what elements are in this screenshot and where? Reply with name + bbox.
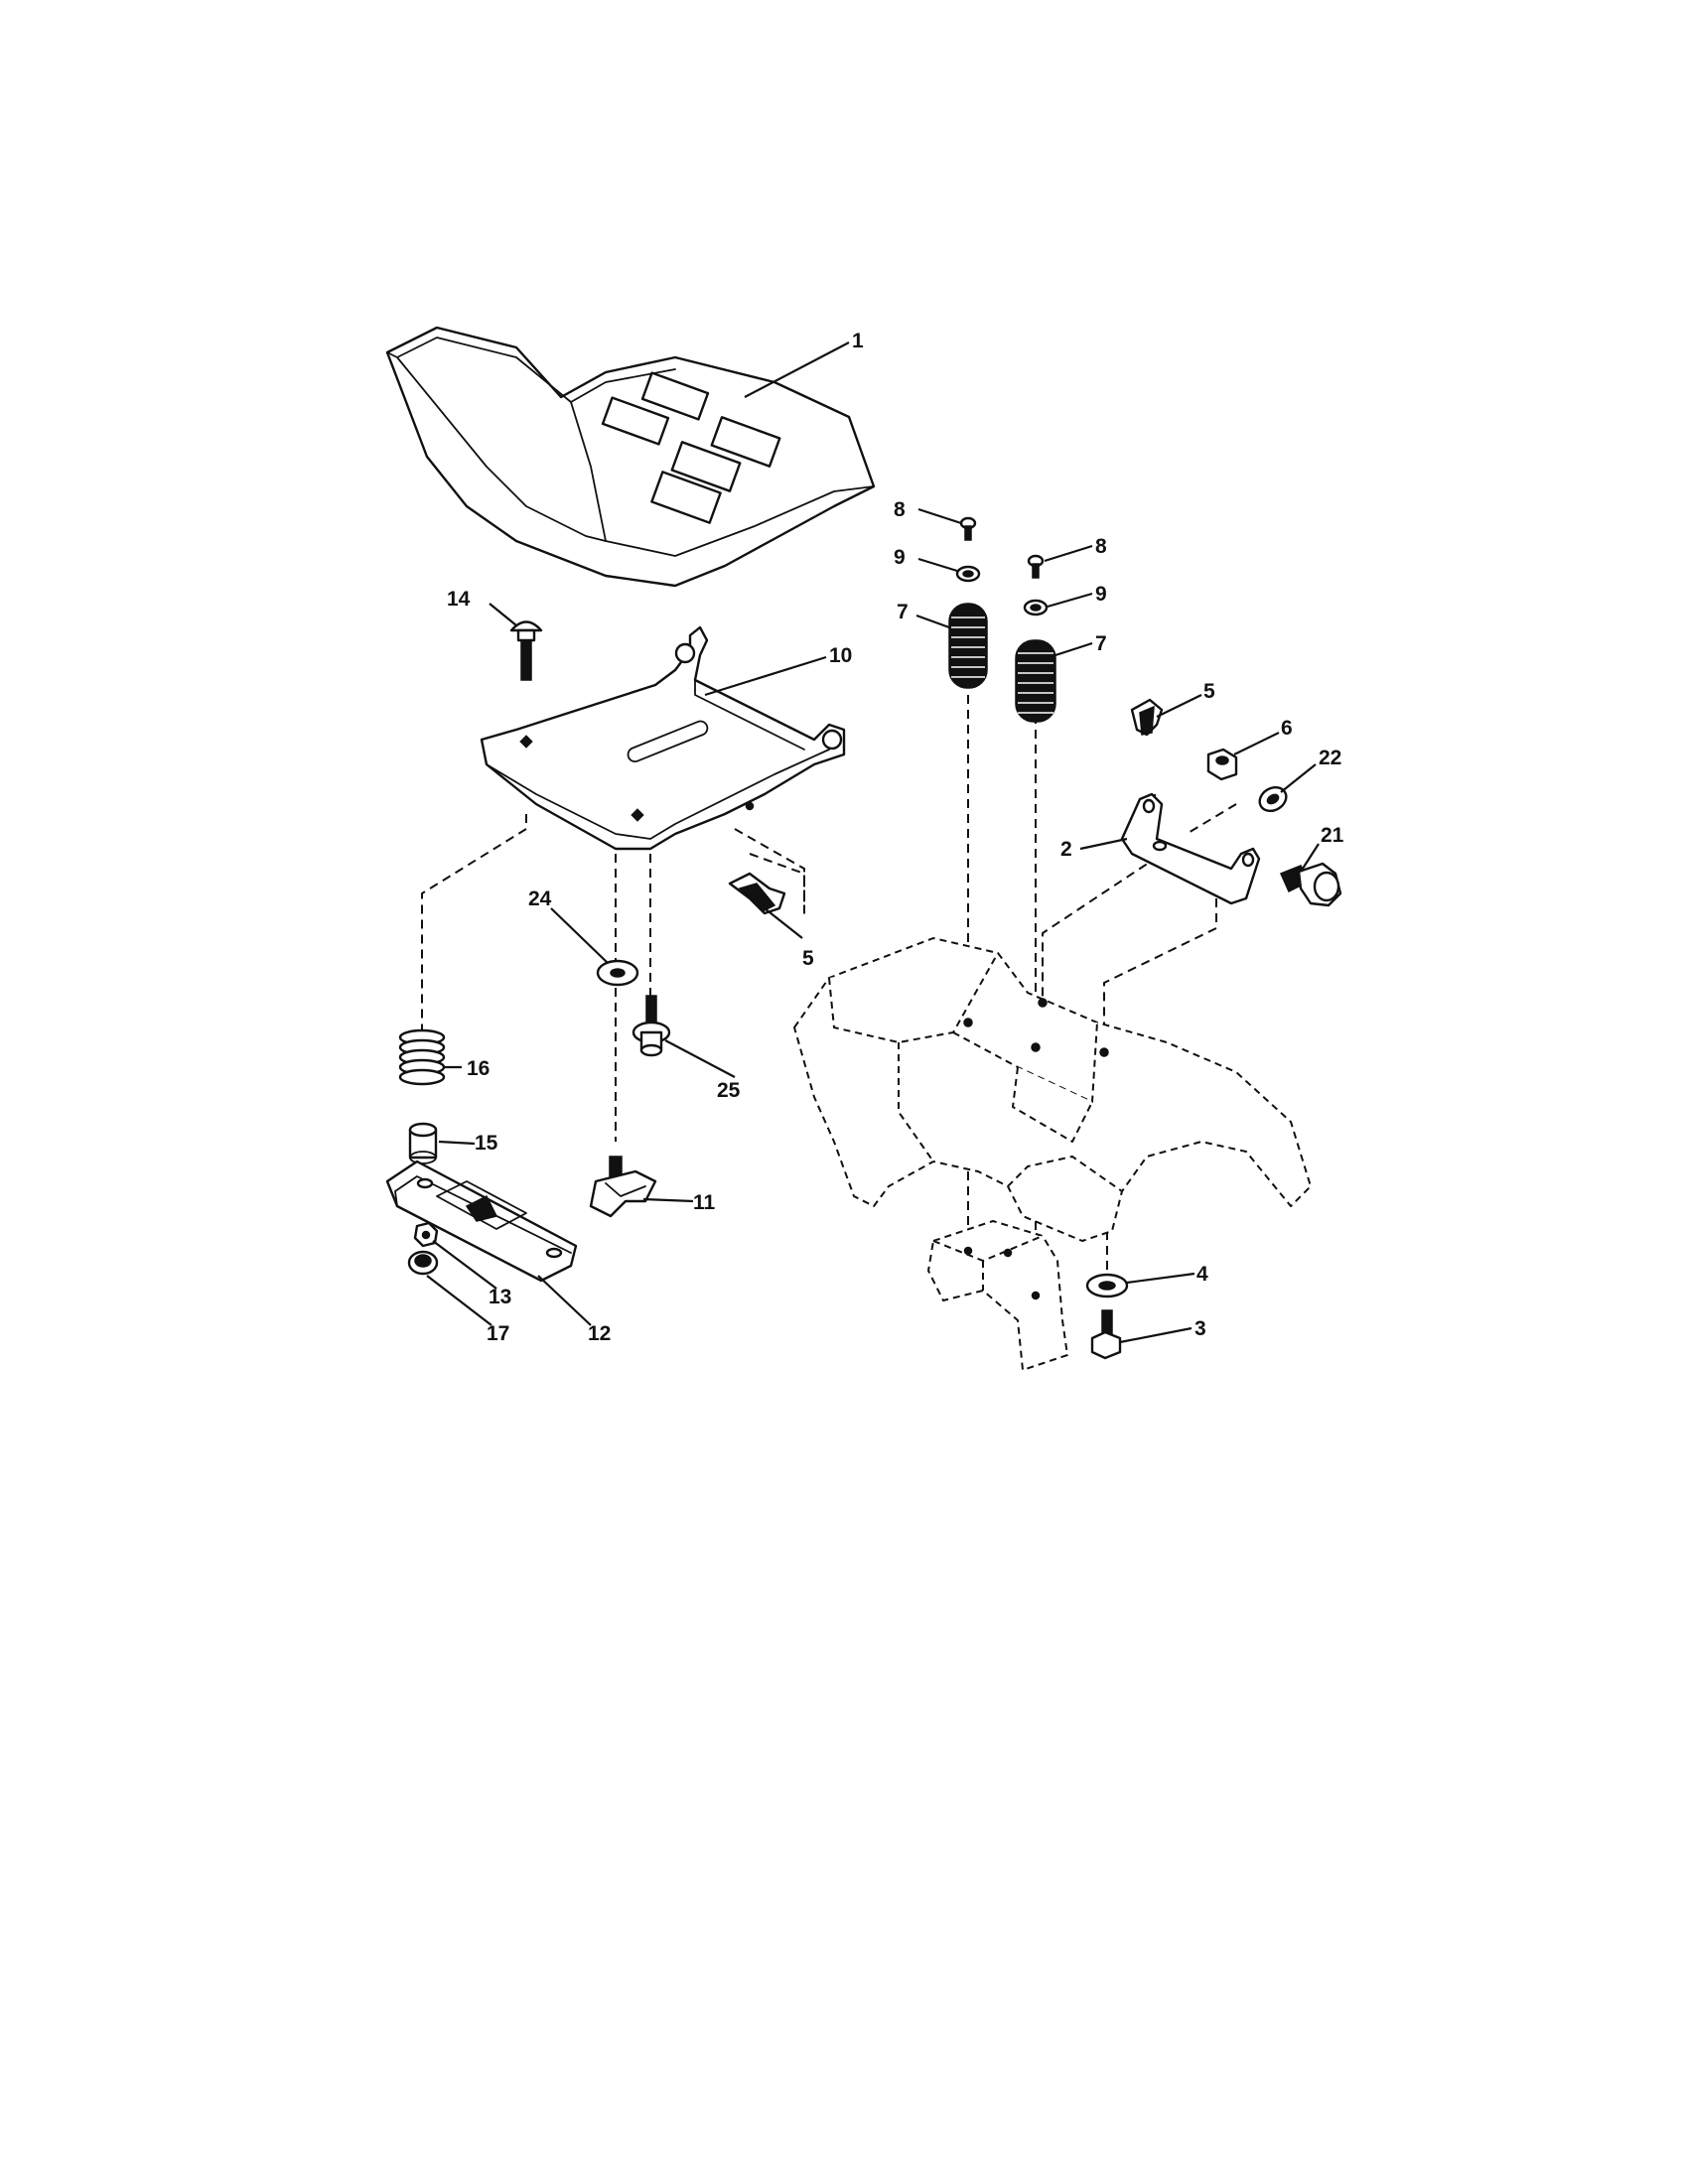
tractor-fender-outline bbox=[793, 937, 1312, 1371]
callout-8-right: 8 bbox=[1095, 535, 1107, 558]
bushing bbox=[408, 1122, 438, 1164]
callout-21: 21 bbox=[1321, 824, 1344, 847]
seat-pan bbox=[480, 625, 846, 851]
callout-9-right: 9 bbox=[1095, 583, 1107, 606]
slide-bracket bbox=[385, 1160, 578, 1283]
lock-nut-6 bbox=[1206, 748, 1238, 781]
adjustment-knob bbox=[589, 1156, 657, 1218]
carriage-bolt bbox=[509, 620, 543, 681]
washer-24 bbox=[596, 959, 639, 987]
callout-3: 3 bbox=[1194, 1317, 1206, 1340]
callout-1: 1 bbox=[852, 330, 864, 352]
callout-7-right: 7 bbox=[1095, 632, 1107, 655]
shoulder-bolt-21 bbox=[1279, 862, 1342, 907]
callout-5-right: 5 bbox=[1203, 680, 1215, 703]
washer-17 bbox=[407, 1250, 439, 1276]
spring-stack-left bbox=[948, 516, 988, 689]
washer-4 bbox=[1085, 1273, 1129, 1298]
seat-bracket bbox=[1120, 792, 1261, 905]
callout-17: 17 bbox=[487, 1322, 509, 1345]
hinge-clip-left bbox=[728, 853, 805, 918]
callout-labels: 1 2 3 4 5 5 6 7 7 8 8 9 9 10 11 12 13 14… bbox=[447, 330, 1344, 1345]
callout-12: 12 bbox=[588, 1322, 611, 1345]
callout-14: 14 bbox=[447, 588, 471, 611]
callout-10: 10 bbox=[829, 644, 852, 667]
seat-cushion-pads bbox=[601, 371, 781, 524]
callout-24: 24 bbox=[528, 887, 552, 910]
shoulder-bolt-25 bbox=[632, 995, 671, 1057]
callout-6: 6 bbox=[1281, 717, 1293, 740]
callout-8-left: 8 bbox=[894, 498, 906, 521]
callout-7-left: 7 bbox=[897, 601, 909, 623]
hex-bolt-3 bbox=[1090, 1309, 1122, 1360]
callout-16: 16 bbox=[467, 1057, 490, 1080]
spring-stack-right bbox=[1015, 554, 1056, 723]
callout-11: 11 bbox=[693, 1191, 716, 1214]
callout-9-left: 9 bbox=[894, 546, 906, 569]
callout-5-left: 5 bbox=[802, 947, 814, 970]
callout-2: 2 bbox=[1060, 838, 1072, 861]
leader-lines bbox=[426, 341, 1320, 1344]
callout-15: 15 bbox=[475, 1132, 498, 1155]
washer-22 bbox=[1258, 785, 1288, 813]
compression-spring bbox=[398, 1028, 446, 1086]
seat bbox=[385, 326, 876, 588]
callout-4: 4 bbox=[1196, 1263, 1208, 1286]
hinge-clip-right bbox=[1130, 698, 1164, 737]
callout-25: 25 bbox=[717, 1079, 741, 1102]
callout-22: 22 bbox=[1319, 747, 1341, 769]
callout-13: 13 bbox=[489, 1286, 511, 1308]
